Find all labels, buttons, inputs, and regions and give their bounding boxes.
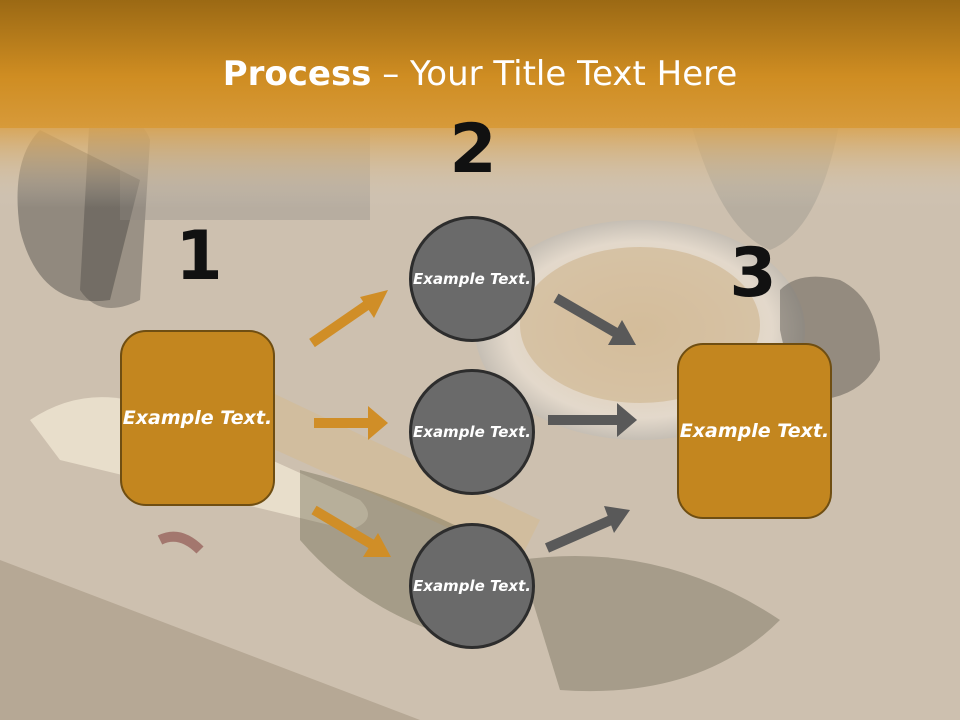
arrow-middle-to-right bbox=[548, 403, 637, 437]
title-bold: Process bbox=[222, 54, 372, 94]
step-number-2: 2 bbox=[449, 110, 497, 189]
step-number-3: 3 bbox=[729, 234, 777, 313]
right-process-box: Example Text. bbox=[677, 343, 832, 519]
process-circle-top: Example Text. bbox=[409, 216, 535, 342]
process-circle-bottom: Example Text. bbox=[409, 523, 535, 649]
circle-top-text: Example Text. bbox=[413, 269, 531, 288]
circle-middle-text: Example Text. bbox=[413, 422, 531, 441]
arrow-left-to-bottom bbox=[311, 505, 391, 557]
right-box-text: Example Text. bbox=[679, 419, 830, 442]
left-process-box: Example Text. bbox=[120, 330, 275, 506]
arrow-bottom-to-right bbox=[544, 506, 630, 553]
step-number-1: 1 bbox=[175, 217, 223, 296]
arrow-left-to-middle bbox=[314, 406, 388, 440]
left-box-text: Example Text. bbox=[122, 406, 273, 429]
process-circle-middle: Example Text. bbox=[409, 369, 535, 495]
circle-bottom-text: Example Text. bbox=[413, 576, 531, 595]
title-rest: – Your Title Text Here bbox=[371, 54, 738, 94]
arrow-left-to-top bbox=[309, 290, 388, 348]
arrow-top-to-right bbox=[553, 293, 636, 345]
slide-title: Process – Your Title Text Here bbox=[0, 52, 960, 96]
